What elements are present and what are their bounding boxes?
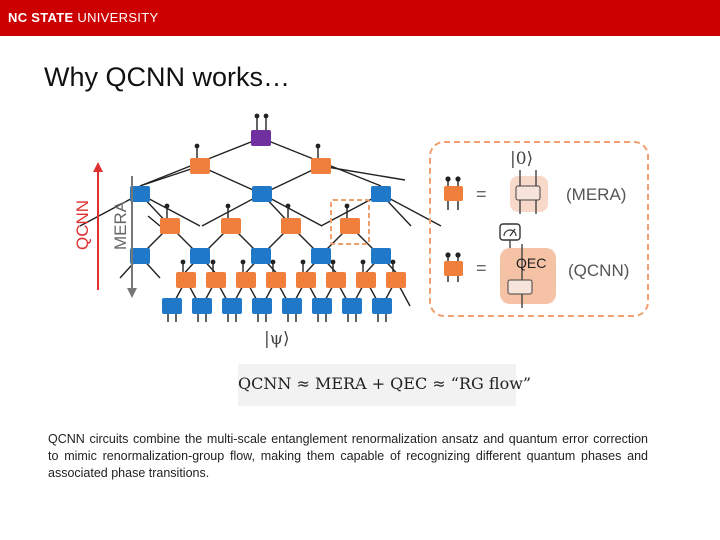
mera-axis-label: MERA <box>111 200 130 250</box>
blue-node <box>192 298 212 314</box>
orange-node <box>326 272 346 288</box>
network-edge <box>320 165 406 181</box>
wire-endpoint <box>240 259 246 265</box>
ket-zero-label: |0⟩ <box>510 149 533 169</box>
highlight-dashed-box <box>330 199 370 245</box>
orange-node <box>190 158 210 174</box>
legend-row-mera: = |0⟩ (MERA) <box>444 149 626 214</box>
blue-node <box>371 248 391 264</box>
wire-endpoint <box>180 259 186 265</box>
equals-mera: = <box>476 184 487 204</box>
orange-node <box>340 218 360 234</box>
blue-node <box>252 186 272 202</box>
wire-endpoint <box>263 113 269 119</box>
legend-row-qcnn: = QEC (QCNN) <box>444 223 629 308</box>
orange-node <box>176 272 196 288</box>
blue-node <box>372 298 392 314</box>
blue-node <box>342 298 362 314</box>
wire-endpoint <box>285 203 291 209</box>
network-edge <box>199 165 263 195</box>
network-nodes <box>130 113 406 314</box>
university-logo: NC STATE UNIVERSITY <box>8 10 158 25</box>
mera-arrow <box>127 176 137 298</box>
blue-node <box>371 186 391 202</box>
wire-endpoint <box>344 203 350 209</box>
formula-box: QCNN ≈ MERA + QEC ≈ “RG flow” <box>238 364 532 406</box>
orange-node <box>311 158 331 174</box>
wire-endpoint <box>210 259 216 265</box>
wire-endpoint <box>360 259 366 265</box>
blue-node <box>251 248 271 264</box>
orange-node <box>386 272 406 288</box>
wire-endpoint <box>254 113 260 119</box>
mera-inner-gate <box>515 185 541 201</box>
qec-inner-gate <box>507 279 533 295</box>
blue-node <box>130 248 150 264</box>
qcnn-mera-diagram: QCNN MERA |ψ⟩ = |0⟩ (MERA) = <box>73 113 649 349</box>
blue-node <box>130 186 150 202</box>
wire-endpoint <box>270 259 276 265</box>
blue-node <box>252 298 272 314</box>
blue-node <box>312 298 332 314</box>
wire-endpoint <box>390 259 396 265</box>
blue-node <box>190 248 210 264</box>
orange-node <box>281 218 301 234</box>
purple-node <box>251 130 271 146</box>
qcnn-arrow <box>93 162 103 290</box>
legend-dashed-panel <box>429 141 649 317</box>
wire-endpoint <box>225 203 231 209</box>
orange-gate-icon <box>444 186 463 201</box>
qcnn-label: (QCNN) <box>568 261 629 280</box>
orange-gate-icon-2 <box>444 261 463 276</box>
equals-qcnn: = <box>476 258 487 278</box>
orange-node <box>266 272 286 288</box>
logo-rest-text: UNIVERSITY <box>73 10 159 25</box>
wire-endpoint <box>315 143 321 149</box>
network-edge <box>147 215 161 227</box>
orange-node <box>236 272 256 288</box>
qcnn-axis-label: QCNN <box>73 200 92 250</box>
blue-node <box>222 298 242 314</box>
wire-endpoint <box>164 203 170 209</box>
qec-box-label: QEC <box>516 255 546 271</box>
orange-node <box>206 272 226 288</box>
formula-text: QCNN ≈ MERA + QEC ≈ “RG flow” <box>238 374 532 393</box>
caption-text: QCNN circuits combine the multi-scale en… <box>48 432 648 480</box>
blue-node <box>282 298 302 314</box>
wire-endpoint <box>300 259 306 265</box>
blue-node <box>311 248 331 264</box>
orange-node <box>160 218 180 234</box>
logo-bold-text: NC STATE <box>8 10 74 25</box>
measurement-icon <box>499 223 521 241</box>
orange-node <box>221 218 241 234</box>
blue-node <box>162 298 182 314</box>
slide-title: Why QCNN works… <box>44 62 291 92</box>
orange-node <box>356 272 376 288</box>
header-banner: NC STATE UNIVERSITY <box>0 0 720 36</box>
input-state-label: |ψ⟩ <box>264 329 290 349</box>
orange-node <box>296 272 316 288</box>
mera-label: (MERA) <box>566 185 626 204</box>
wire-endpoint <box>330 259 336 265</box>
wire-endpoint <box>194 143 200 149</box>
